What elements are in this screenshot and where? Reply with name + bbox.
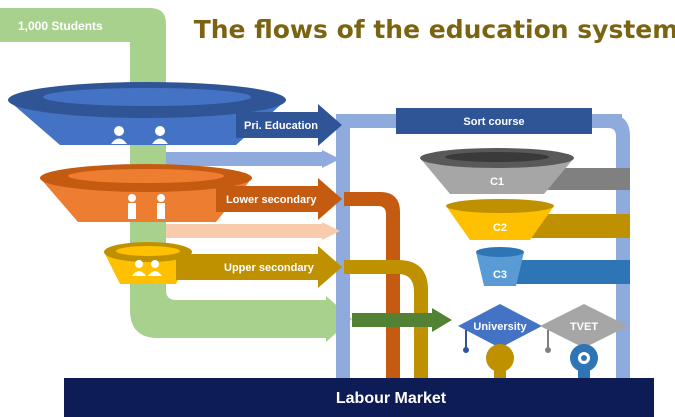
university-flow-arrow	[352, 308, 452, 332]
c1-funnel	[420, 148, 630, 194]
c1-label: C1	[490, 176, 504, 188]
primary-flow-arrow	[236, 104, 342, 146]
primary-education-funnel	[8, 82, 286, 145]
short-course-header	[396, 108, 592, 134]
person-icon	[128, 194, 165, 219]
diagram-title: The flows of the education system	[194, 15, 675, 44]
tvet-node	[540, 304, 628, 353]
c2-funnel	[446, 199, 630, 240]
lower-secondary-funnel	[40, 164, 252, 222]
upper-secondary-funnel	[104, 242, 192, 284]
lower-secondary-pipes	[166, 192, 400, 380]
c3-funnel	[476, 247, 630, 286]
short-course-label: Sort course	[463, 116, 524, 128]
tvet-label: TVET	[570, 321, 598, 333]
c3-label: C3	[493, 269, 507, 281]
university-label: University	[473, 321, 527, 333]
upper-secondary-label: Upper secondary	[224, 262, 315, 274]
c2-label: C2	[493, 222, 507, 234]
upper-secondary-pipe	[344, 260, 428, 380]
graduation-cap-icon	[486, 344, 514, 380]
start-label: 1,000 Students	[18, 19, 103, 33]
gear-icon	[570, 344, 598, 380]
upper-secondary-flow-arrow	[176, 246, 342, 288]
student-icon	[111, 126, 168, 144]
lower-secondary-flow-arrow	[216, 178, 342, 220]
university-node	[458, 304, 542, 353]
lower-secondary-label: Lower secondary	[226, 194, 317, 206]
labour-market-bar	[64, 378, 654, 417]
primary-label: Pri. Education	[244, 120, 318, 132]
labour-market-label: Labour Market	[336, 390, 447, 407]
group-icon	[132, 260, 162, 276]
